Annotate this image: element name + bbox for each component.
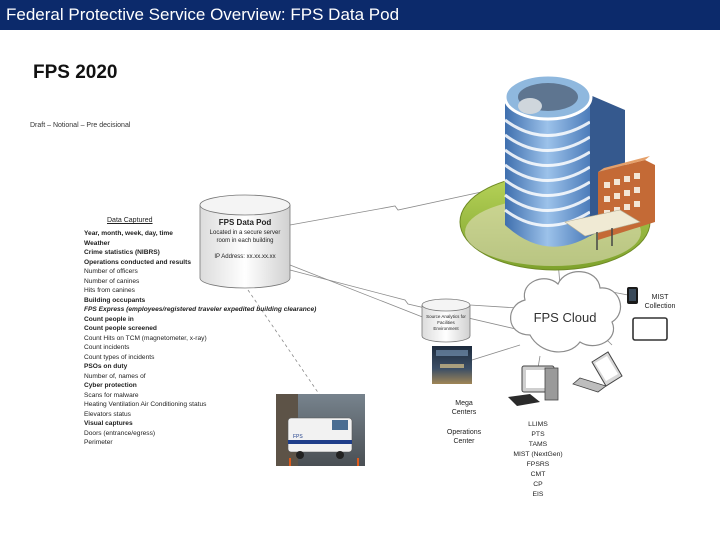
fps-cloud-label: FPS Cloud: [533, 310, 597, 325]
data-captured-item: Number of officers: [84, 268, 138, 275]
link-pod-analytics: [289, 264, 426, 319]
data-pod-location-line1: Located in a secure server: [209, 230, 281, 236]
slide-heading: FPS 2020: [33, 62, 118, 83]
applications-list: LLIMS PTS TAMS MIST (NextGen) FPSRS CMT CP EIS: [505, 420, 571, 500]
data-captured-item: Count types of incidents: [84, 353, 155, 361]
mega-centers-line1: Mega: [455, 400, 473, 407]
link-cloud-ops: [471, 344, 521, 361]
application-item: MIST (NextGen): [513, 451, 563, 458]
data-captured-item: Building occupants: [84, 296, 146, 304]
data-captured-item: PSOs on duty: [84, 363, 128, 370]
link-pod-building: [289, 187, 501, 226]
data-captured-item: Number of, names of: [84, 372, 146, 380]
data-captured-item: Hits from canines: [84, 287, 135, 294]
data-pod-location-line2: room in each building: [216, 238, 274, 244]
data-captured-item: Operations conducted and results: [84, 258, 191, 266]
mist-label-line2: Collection: [644, 303, 676, 310]
svg-text:FPS: FPS: [293, 434, 303, 440]
application-item: LLIMS: [528, 421, 548, 428]
application-item: PTS: [531, 431, 545, 438]
fps-data-pod-cylinder: [199, 194, 291, 289]
data-captured-item: Count people in: [84, 315, 134, 323]
data-captured-item: Count people screened: [84, 325, 157, 332]
data-captured-item: Number of canines: [84, 277, 140, 285]
data-captured-item: Perimeter: [84, 439, 113, 446]
analytics-label-line2: Facilities: [437, 320, 455, 325]
application-item: CP: [533, 481, 543, 488]
data-captured-item: Heating Ventilation Air Conditioning sta…: [84, 401, 207, 408]
draft-note: Draft – Notional – Pre decisional: [30, 122, 131, 129]
operations-center-line2: Center: [453, 438, 475, 445]
mobile-device-icon: [627, 287, 638, 304]
data-pod-ip-address: IP Address: xx.xx.xx.xx: [214, 254, 276, 260]
application-item: TAMS: [528, 441, 548, 448]
fps-cloud-shape: [510, 271, 622, 353]
data-captured-item: Crime statistics (NIBRS): [84, 249, 160, 256]
link-pod-cloud: [289, 269, 521, 331]
operations-center-line1: Operations: [446, 429, 482, 436]
application-item: EIS: [532, 491, 544, 498]
slide-title: Federal Protective Service Overview: FPS…: [6, 5, 400, 24]
data-captured-item: Visual captures: [84, 420, 133, 427]
mobile-command-vehicle-photo: FPS: [276, 394, 365, 466]
data-captured-title: Data Captured: [107, 217, 153, 224]
link-pod-vehicle: [247, 289, 331, 411]
workstation-icon: [508, 365, 559, 406]
data-captured-item: Cyber protection: [84, 382, 137, 389]
application-item: FPSRS: [526, 461, 550, 468]
analytics-label-line1: Source Analytics for: [426, 314, 466, 319]
tablet-icon: [632, 317, 668, 341]
laptop-icon: [572, 351, 623, 393]
mist-label-line1: MIST: [651, 294, 669, 301]
data-captured-item: Doors (entrance/egress): [84, 429, 156, 437]
data-captured-item: Count Hits on TCM (magnetometer, x-ray): [84, 334, 207, 342]
application-item: CMT: [530, 471, 546, 478]
data-captured-item: FPS Express (employees/registered travel…: [84, 306, 317, 313]
operations-center-photo: [432, 346, 472, 384]
analytics-cylinder: [421, 298, 471, 343]
link-analytics-cloud: [469, 304, 519, 309]
data-captured-item: Scans for malware: [84, 391, 139, 399]
federal-building-illustration: [459, 73, 655, 271]
mega-centers-line2: Centers: [451, 409, 477, 416]
analytics-label-line3: Environment: [433, 326, 459, 331]
data-pod-title: FPS Data Pod: [218, 218, 272, 227]
data-captured-item: Elevators status: [84, 410, 131, 418]
slide-title-bar: Federal Protective Service Overview: FPS…: [0, 0, 720, 30]
data-captured-item: Weather: [84, 239, 110, 247]
data-captured-item: Count incidents: [84, 344, 130, 351]
data-captured-item: Year, month, week, day, time: [84, 230, 173, 237]
